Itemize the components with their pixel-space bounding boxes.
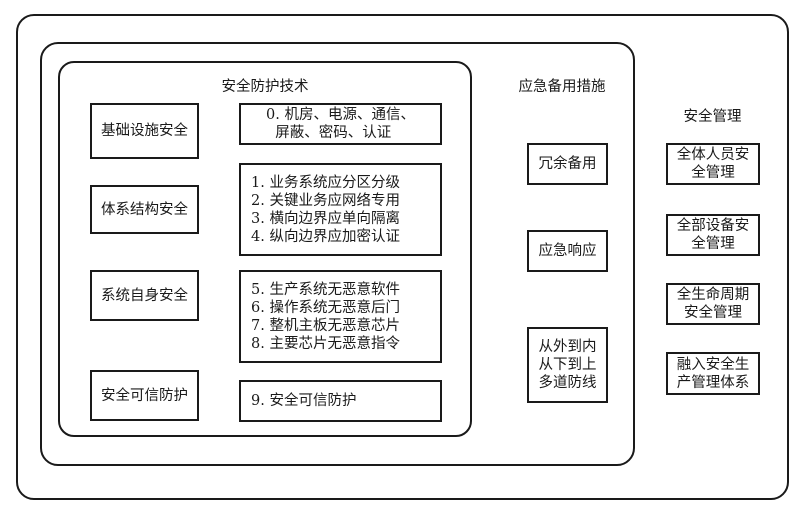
measure-item: 6. 操作系统无恶意后门 [251,299,400,316]
emergency-redundancy: 冗余备用 [527,143,608,185]
measures-text: 0. 机房、电源、通信、 屏蔽、密码、认证 [266,107,415,141]
measures-architecture: 1. 业务系统应分区分级 2. 关键业务应网络专用 3. 横向边界应单向隔离 4… [239,163,442,256]
measure-item: 2. 关键业务应网络专用 [251,192,400,209]
category-trusted: 安全可信防护 [90,370,199,421]
measure-item: 1. 业务系统应分区分级 [251,174,400,191]
emergency-response: 应急响应 [527,230,608,272]
emergency-defense-lines: 从外到内 从下到上 多道防线 [527,327,608,403]
management-title: 安全管理 [683,109,742,125]
measures-system-self: 5. 生产系统无恶意软件 6. 操作系统无恶意后门 7. 整机主板无恶意芯片 8… [239,270,442,363]
measure-item: 9. 安全可信防护 [251,393,357,409]
emergency-title: 应急备用措施 [518,79,606,95]
category-system-self: 系统自身安全 [90,270,199,321]
measure-item: 3. 横向边界应单向隔离 [251,210,400,227]
security-management-frame [16,14,789,500]
management-production-system: 融入安全生 产管理体系 [666,352,760,395]
management-lifecycle: 全生命周期 安全管理 [666,283,760,325]
measures-trusted: 9. 安全可信防护 [239,380,442,422]
measures-infrastructure: 0. 机房、电源、通信、 屏蔽、密码、认证 [239,103,442,145]
measure-item: 5. 生产系统无恶意软件 [251,281,400,298]
measure-item: 7. 整机主板无恶意芯片 [251,317,400,334]
management-personnel: 全体人员安 全管理 [666,143,760,185]
protection-tech-title: 安全防护技术 [221,79,309,95]
emergency-frame [40,42,635,466]
protection-tech-frame [58,61,472,437]
category-architecture: 体系结构安全 [90,185,199,234]
measure-item: 8. 主要芯片无恶意指令 [251,335,400,352]
management-equipment: 全部设备安 全管理 [666,214,760,256]
category-infrastructure: 基础设施安全 [90,103,199,159]
measure-item: 4. 纵向边界应加密认证 [251,228,400,245]
